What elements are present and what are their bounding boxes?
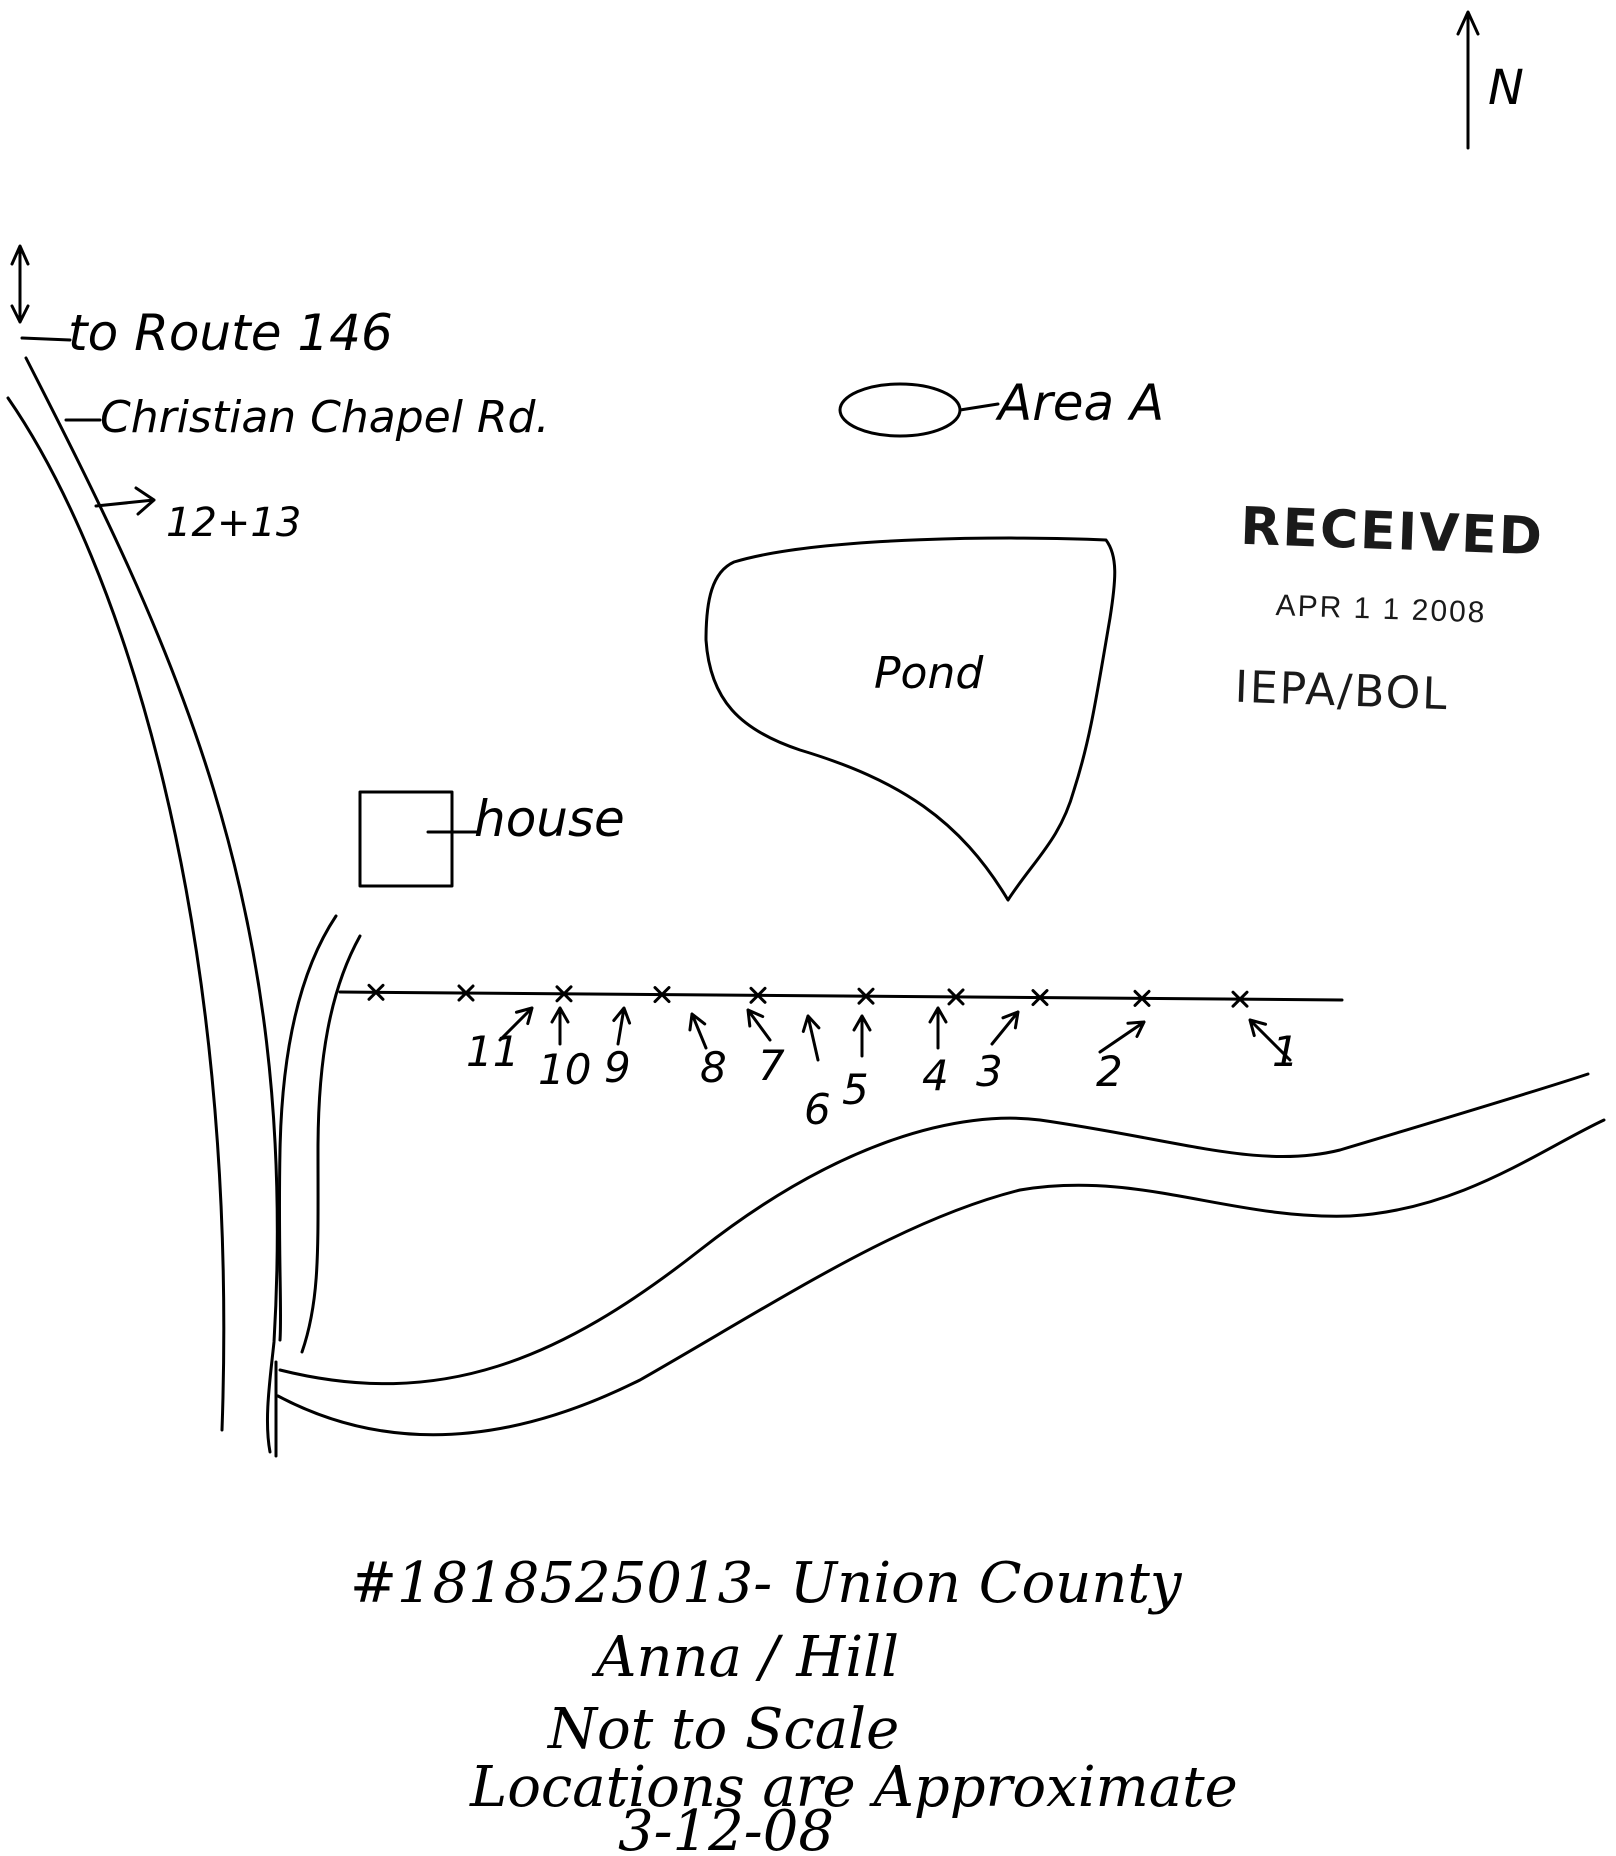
fence-x-marker xyxy=(1031,989,1049,1007)
fence-line xyxy=(338,983,1344,1008)
driveway xyxy=(277,914,362,1354)
sample-point-label: 7 xyxy=(758,1041,785,1090)
pond-label: Pond xyxy=(874,648,984,699)
sample-point-label: 8 xyxy=(700,1043,727,1092)
area-a-label: Area A xyxy=(995,374,1164,432)
sample-point-arrow xyxy=(928,1006,948,1050)
route-arrow xyxy=(10,244,72,342)
sample-point-label: 3 xyxy=(976,1047,1003,1096)
fence-x-marker xyxy=(947,988,965,1006)
sample-point-arrow xyxy=(550,1006,570,1046)
lower-road xyxy=(276,1072,1606,1437)
sample-point-arrow xyxy=(852,1014,872,1058)
pond-outline xyxy=(704,536,1117,902)
stamp-date: APR 1 1 2008 xyxy=(1275,589,1487,629)
fence-x-marker xyxy=(555,985,573,1003)
area-a-outline xyxy=(838,382,962,438)
caption-date-line: 3-12-08 xyxy=(618,1799,834,1856)
sample-point-label: 5 xyxy=(842,1065,869,1114)
route-label: to Route 146 xyxy=(68,304,393,362)
caption-site-line: Anna / Hill xyxy=(591,1625,899,1690)
fence-x-marker xyxy=(367,983,385,1001)
sample-point-label: 9 xyxy=(604,1043,631,1092)
sample-point-label: 4 xyxy=(922,1051,949,1100)
stamp-org: IEPA/BOL xyxy=(1234,662,1450,720)
sample-point-arrow xyxy=(990,1010,1020,1046)
sample-point-arrow xyxy=(1248,1018,1292,1062)
house-label: house xyxy=(474,790,625,848)
sample-point-arrow xyxy=(1098,1020,1146,1054)
sample-point-label: 2 xyxy=(1096,1047,1123,1096)
sample-point-arrow xyxy=(746,1008,772,1042)
received-stamp: RECEIVED APR 1 1 2008 IEPA/BOL xyxy=(1234,497,1545,720)
sample-point-arrow xyxy=(801,1014,821,1062)
fence-x-marker xyxy=(749,986,767,1004)
stamp-received: RECEIVED xyxy=(1239,497,1544,568)
fence-x-marker xyxy=(857,987,875,1005)
points-12-13-arrow xyxy=(94,486,156,516)
map-caption: #1818525013- Union County Anna / Hill No… xyxy=(350,1551,1238,1856)
sample-point-arrow xyxy=(688,1012,708,1050)
north-arrow: N xyxy=(1456,10,1524,150)
sample-point-label: 6 xyxy=(804,1085,831,1134)
caption-approx-line: Locations are Approximate xyxy=(469,1755,1238,1820)
christian-chapel-road xyxy=(6,356,279,1458)
caption-scale-line: Not to Scale xyxy=(546,1697,899,1762)
sample-point-label: 10 xyxy=(538,1045,591,1094)
points-12-13-label: 12+13 xyxy=(166,500,301,546)
fence-x-marker xyxy=(457,984,475,1002)
house-box xyxy=(358,790,454,888)
sample-point-arrow xyxy=(498,1006,534,1042)
caption-permit-line: #1818525013- Union County xyxy=(350,1551,1183,1616)
sample-point-arrow xyxy=(612,1006,632,1046)
fence-x-marker xyxy=(1231,990,1249,1008)
sample-point-label: 1 xyxy=(1272,1027,1299,1076)
fence-x-marker xyxy=(653,986,671,1004)
sample-point-label: 11 xyxy=(466,1027,519,1076)
fence-x-marker xyxy=(1133,989,1151,1007)
north-label: N xyxy=(1488,60,1524,116)
road-label: Christian Chapel Rd. xyxy=(100,392,549,443)
